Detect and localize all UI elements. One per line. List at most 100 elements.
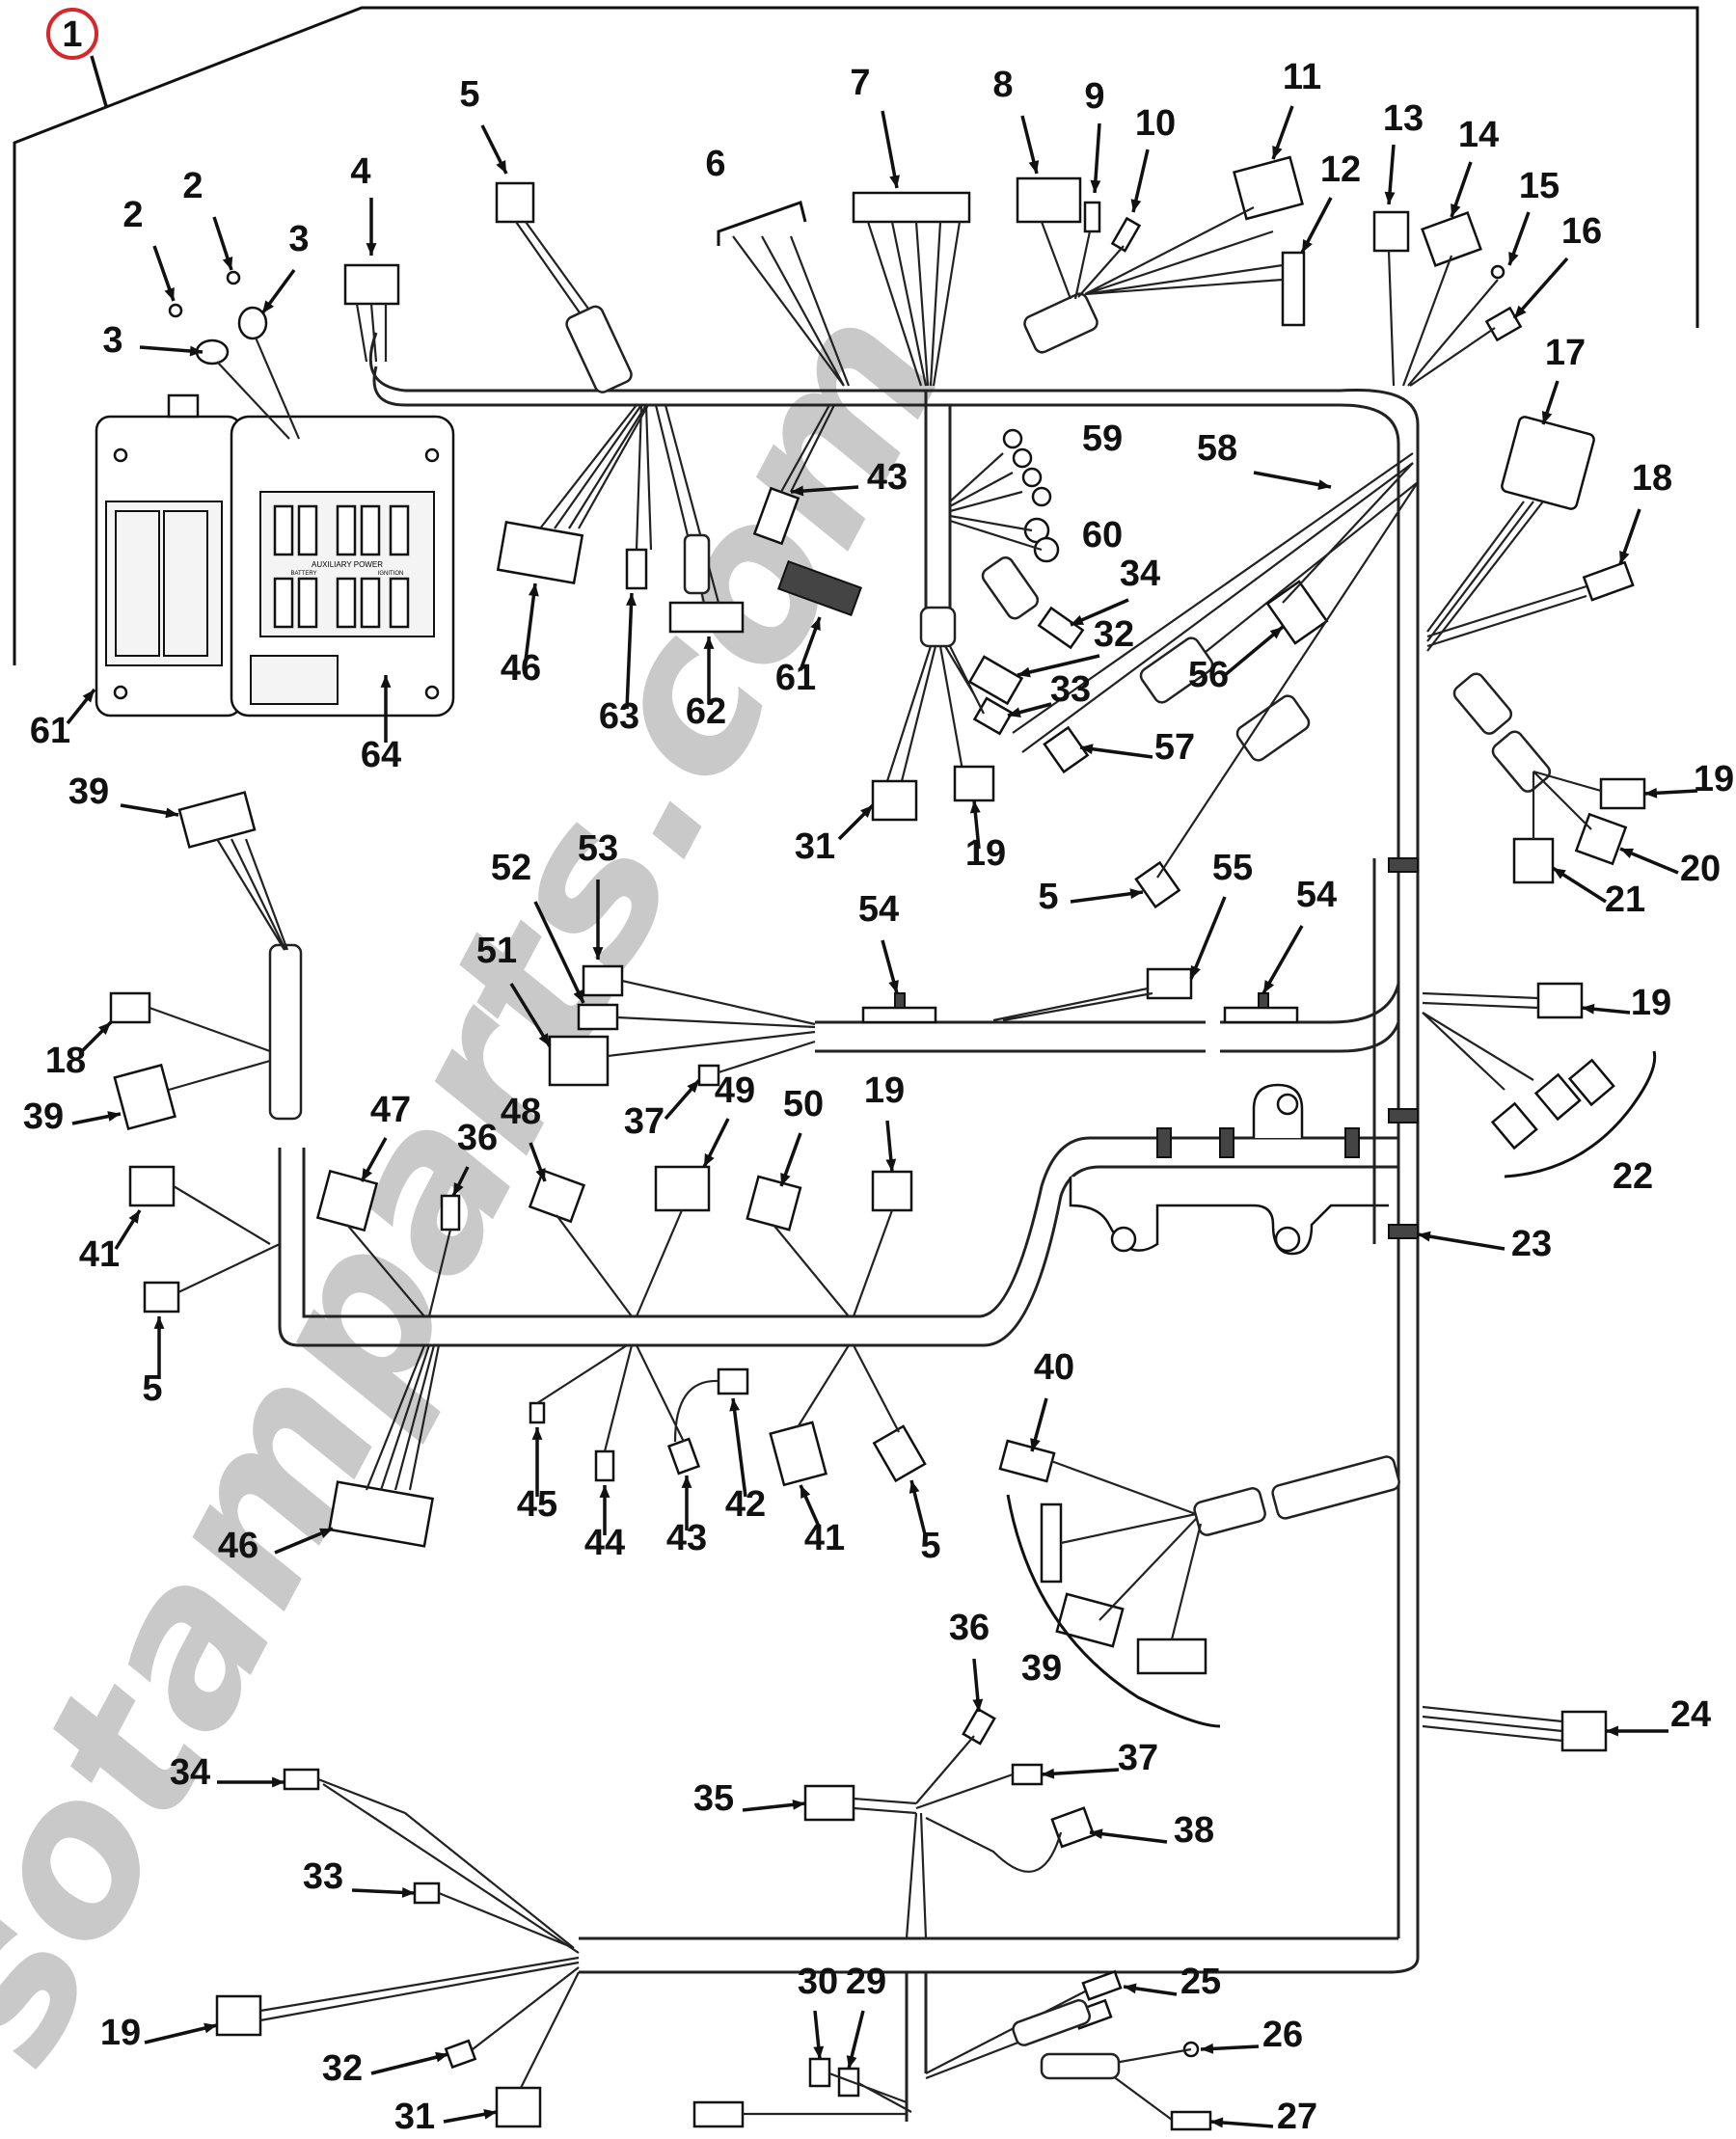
callout-arrowhead: [1030, 1438, 1041, 1451]
callout-number: 5: [920, 1526, 940, 1566]
callout-50: 50: [779, 1084, 824, 1187]
callout-arrowhead: [203, 2022, 217, 2034]
connectors: [109, 155, 1657, 2131]
badge-number: 1: [62, 14, 82, 55]
connector-46: [327, 1480, 435, 1548]
callout-number: 63: [599, 696, 639, 737]
callout-number: 32: [322, 2048, 363, 2089]
ring-terminal: [226, 270, 241, 285]
callout-arrow: [1417, 1232, 1505, 1251]
callout-number: 34: [1120, 554, 1160, 594]
callout-number: 11: [1283, 57, 1321, 97]
callout-arrowhead: [319, 1528, 333, 1538]
connector-7: [852, 191, 971, 224]
callout-number: 36: [457, 1118, 498, 1158]
callout-number: 41: [804, 1518, 845, 1558]
callout-arrowhead: [1272, 146, 1283, 159]
callout-arrowhead: [1644, 787, 1658, 799]
callout-arrowhead: [262, 300, 275, 313]
callout-arrowhead: [107, 1111, 121, 1122]
callout-19: 19: [965, 799, 1006, 874]
callout-48: 48: [501, 1092, 547, 1182]
callout-number: 34: [170, 1752, 210, 1793]
callout-arrowhead: [531, 1427, 543, 1440]
callout-number: 45: [517, 1484, 557, 1525]
callout-number: 3: [102, 320, 122, 361]
callout-5: 5: [1038, 877, 1144, 917]
callout-46: 46: [218, 1526, 334, 1566]
connector-19: [1599, 777, 1646, 810]
callout-arrowhead: [82, 690, 95, 703]
callout-number: 58: [1197, 428, 1237, 469]
callout-6: 6: [705, 144, 725, 184]
callout-arrowhead: [1090, 1828, 1103, 1840]
callout-number: 41: [79, 1234, 120, 1275]
connector-10: [1110, 216, 1142, 253]
ring-terminal: [168, 303, 183, 318]
callout-number: 21: [1605, 880, 1645, 920]
callout-number: 15: [1519, 166, 1560, 206]
connector-36: [440, 1194, 461, 1232]
callout-number: 42: [725, 1484, 766, 1525]
connector-39: [1040, 1503, 1063, 1584]
connector-56: [1265, 580, 1329, 645]
connector-57: [1043, 725, 1090, 774]
callout-arrowhead: [1451, 203, 1461, 217]
fuse-box-left-label: BATTERY: [290, 571, 316, 577]
callout-56: 56: [1188, 625, 1285, 695]
connector-54: [861, 1006, 937, 1024]
callout-arrowhead: [1130, 199, 1142, 212]
callout-arrowhead: [453, 1182, 464, 1196]
callout-3: 3: [260, 219, 310, 315]
connector-39: [113, 1063, 176, 1131]
callout-number: 13: [1383, 98, 1424, 139]
callout-number: 57: [1154, 727, 1195, 768]
callout-number: 24: [1670, 1694, 1711, 1735]
callout-number: 35: [693, 1778, 734, 1819]
callout-63: 63: [599, 592, 639, 737]
connector-9: [1083, 201, 1101, 233]
callout-arrowhead: [435, 2051, 448, 2063]
connector-52: [577, 1003, 619, 1031]
connector-55: [1146, 967, 1193, 1000]
callout-number: 46: [501, 648, 541, 689]
callout-39: 39: [68, 772, 179, 819]
callout-number: 39: [68, 772, 109, 812]
connector-48: [528, 1169, 586, 1224]
callout-arrowhead: [164, 287, 175, 301]
connector-38: [1050, 1806, 1096, 1849]
callout-39: 39: [23, 1097, 122, 1137]
callout-arrowhead: [729, 1398, 741, 1412]
callout-arrow: [533, 901, 585, 1004]
callout-number: 44: [584, 1523, 625, 1563]
callout-arrowhead: [1080, 744, 1094, 755]
callout-2: 2: [182, 166, 233, 271]
callout-number: 29: [846, 1962, 886, 2002]
callout-32: 32: [1017, 614, 1134, 678]
harness-frame: [13, 6, 1699, 665]
callout-49: 49: [702, 1070, 755, 1168]
fuse-row: [273, 504, 410, 629]
connector-30: [808, 2057, 831, 2088]
connector-37: [697, 1064, 720, 1087]
callout-35: 35: [693, 1778, 806, 1819]
callout-number: 61: [775, 658, 816, 698]
callout-arrowhead: [813, 2045, 825, 2059]
callout-arrowhead: [810, 617, 821, 631]
callout-37: 37: [1041, 1738, 1158, 1779]
connector-39: [177, 791, 257, 849]
callout-number: 48: [501, 1092, 541, 1132]
callout-arrowhead: [1302, 239, 1313, 253]
callout-number: 23: [1511, 1224, 1552, 1264]
connector-32: [967, 655, 1024, 706]
callout-37: 37: [624, 1078, 701, 1142]
callout-number: 9: [1084, 76, 1104, 117]
connector-18: [1582, 560, 1635, 602]
callout-54: 54: [1261, 875, 1337, 994]
callout-number: 37: [1118, 1738, 1158, 1778]
callout-number: 33: [303, 1856, 343, 1897]
callout-arrowhead: [703, 636, 715, 649]
callout-number: 17: [1545, 333, 1586, 373]
callout-number: 10: [1135, 103, 1176, 144]
